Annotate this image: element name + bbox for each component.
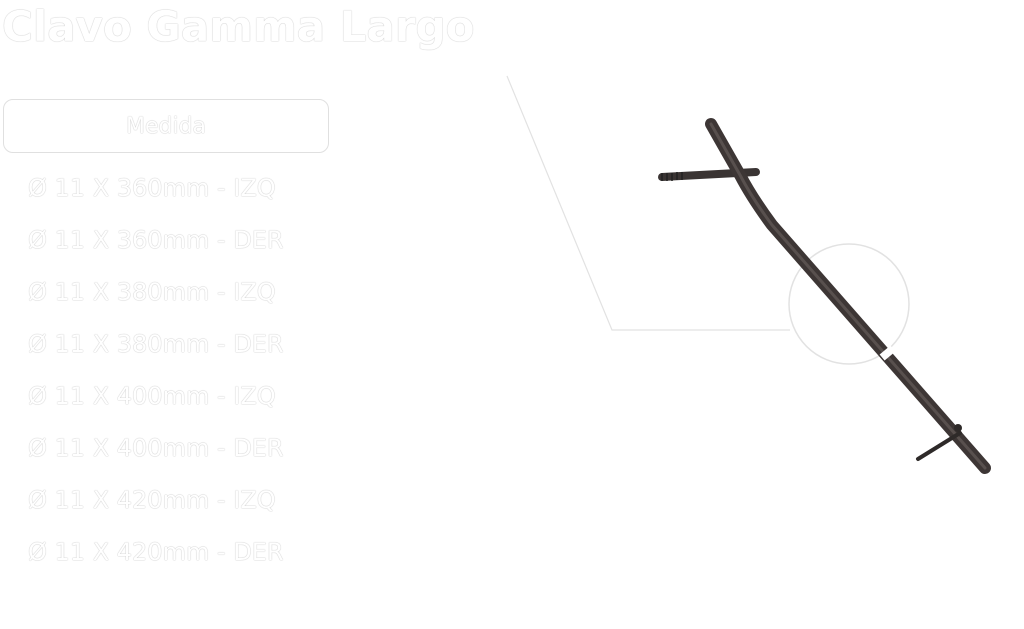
- medida-button[interactable]: Medida: [3, 99, 329, 153]
- zoom-circle: [788, 243, 910, 365]
- size-option[interactable]: Ø 11 X 380mm - IZQ: [28, 278, 276, 306]
- size-option[interactable]: Ø 11 X 400mm - DER: [28, 434, 284, 462]
- page-title: Clavo Gamma Largo: [2, 2, 475, 51]
- size-list: Ø 11 X 360mm - IZQ Ø 11 X 360mm - DER Ø …: [28, 168, 284, 584]
- size-option[interactable]: Ø 11 X 420mm - IZQ: [28, 486, 276, 514]
- size-option[interactable]: Ø 11 X 360mm - IZQ: [28, 174, 276, 202]
- gamma-nail-image: [658, 118, 991, 474]
- size-option[interactable]: Ø 11 X 400mm - IZQ: [28, 382, 276, 410]
- size-option[interactable]: Ø 11 X 360mm - DER: [28, 226, 284, 254]
- size-option[interactable]: Ø 11 X 380mm - DER: [28, 330, 284, 358]
- size-option[interactable]: Ø 11 X 420mm - DER: [28, 538, 284, 566]
- callout-line: [506, 75, 790, 331]
